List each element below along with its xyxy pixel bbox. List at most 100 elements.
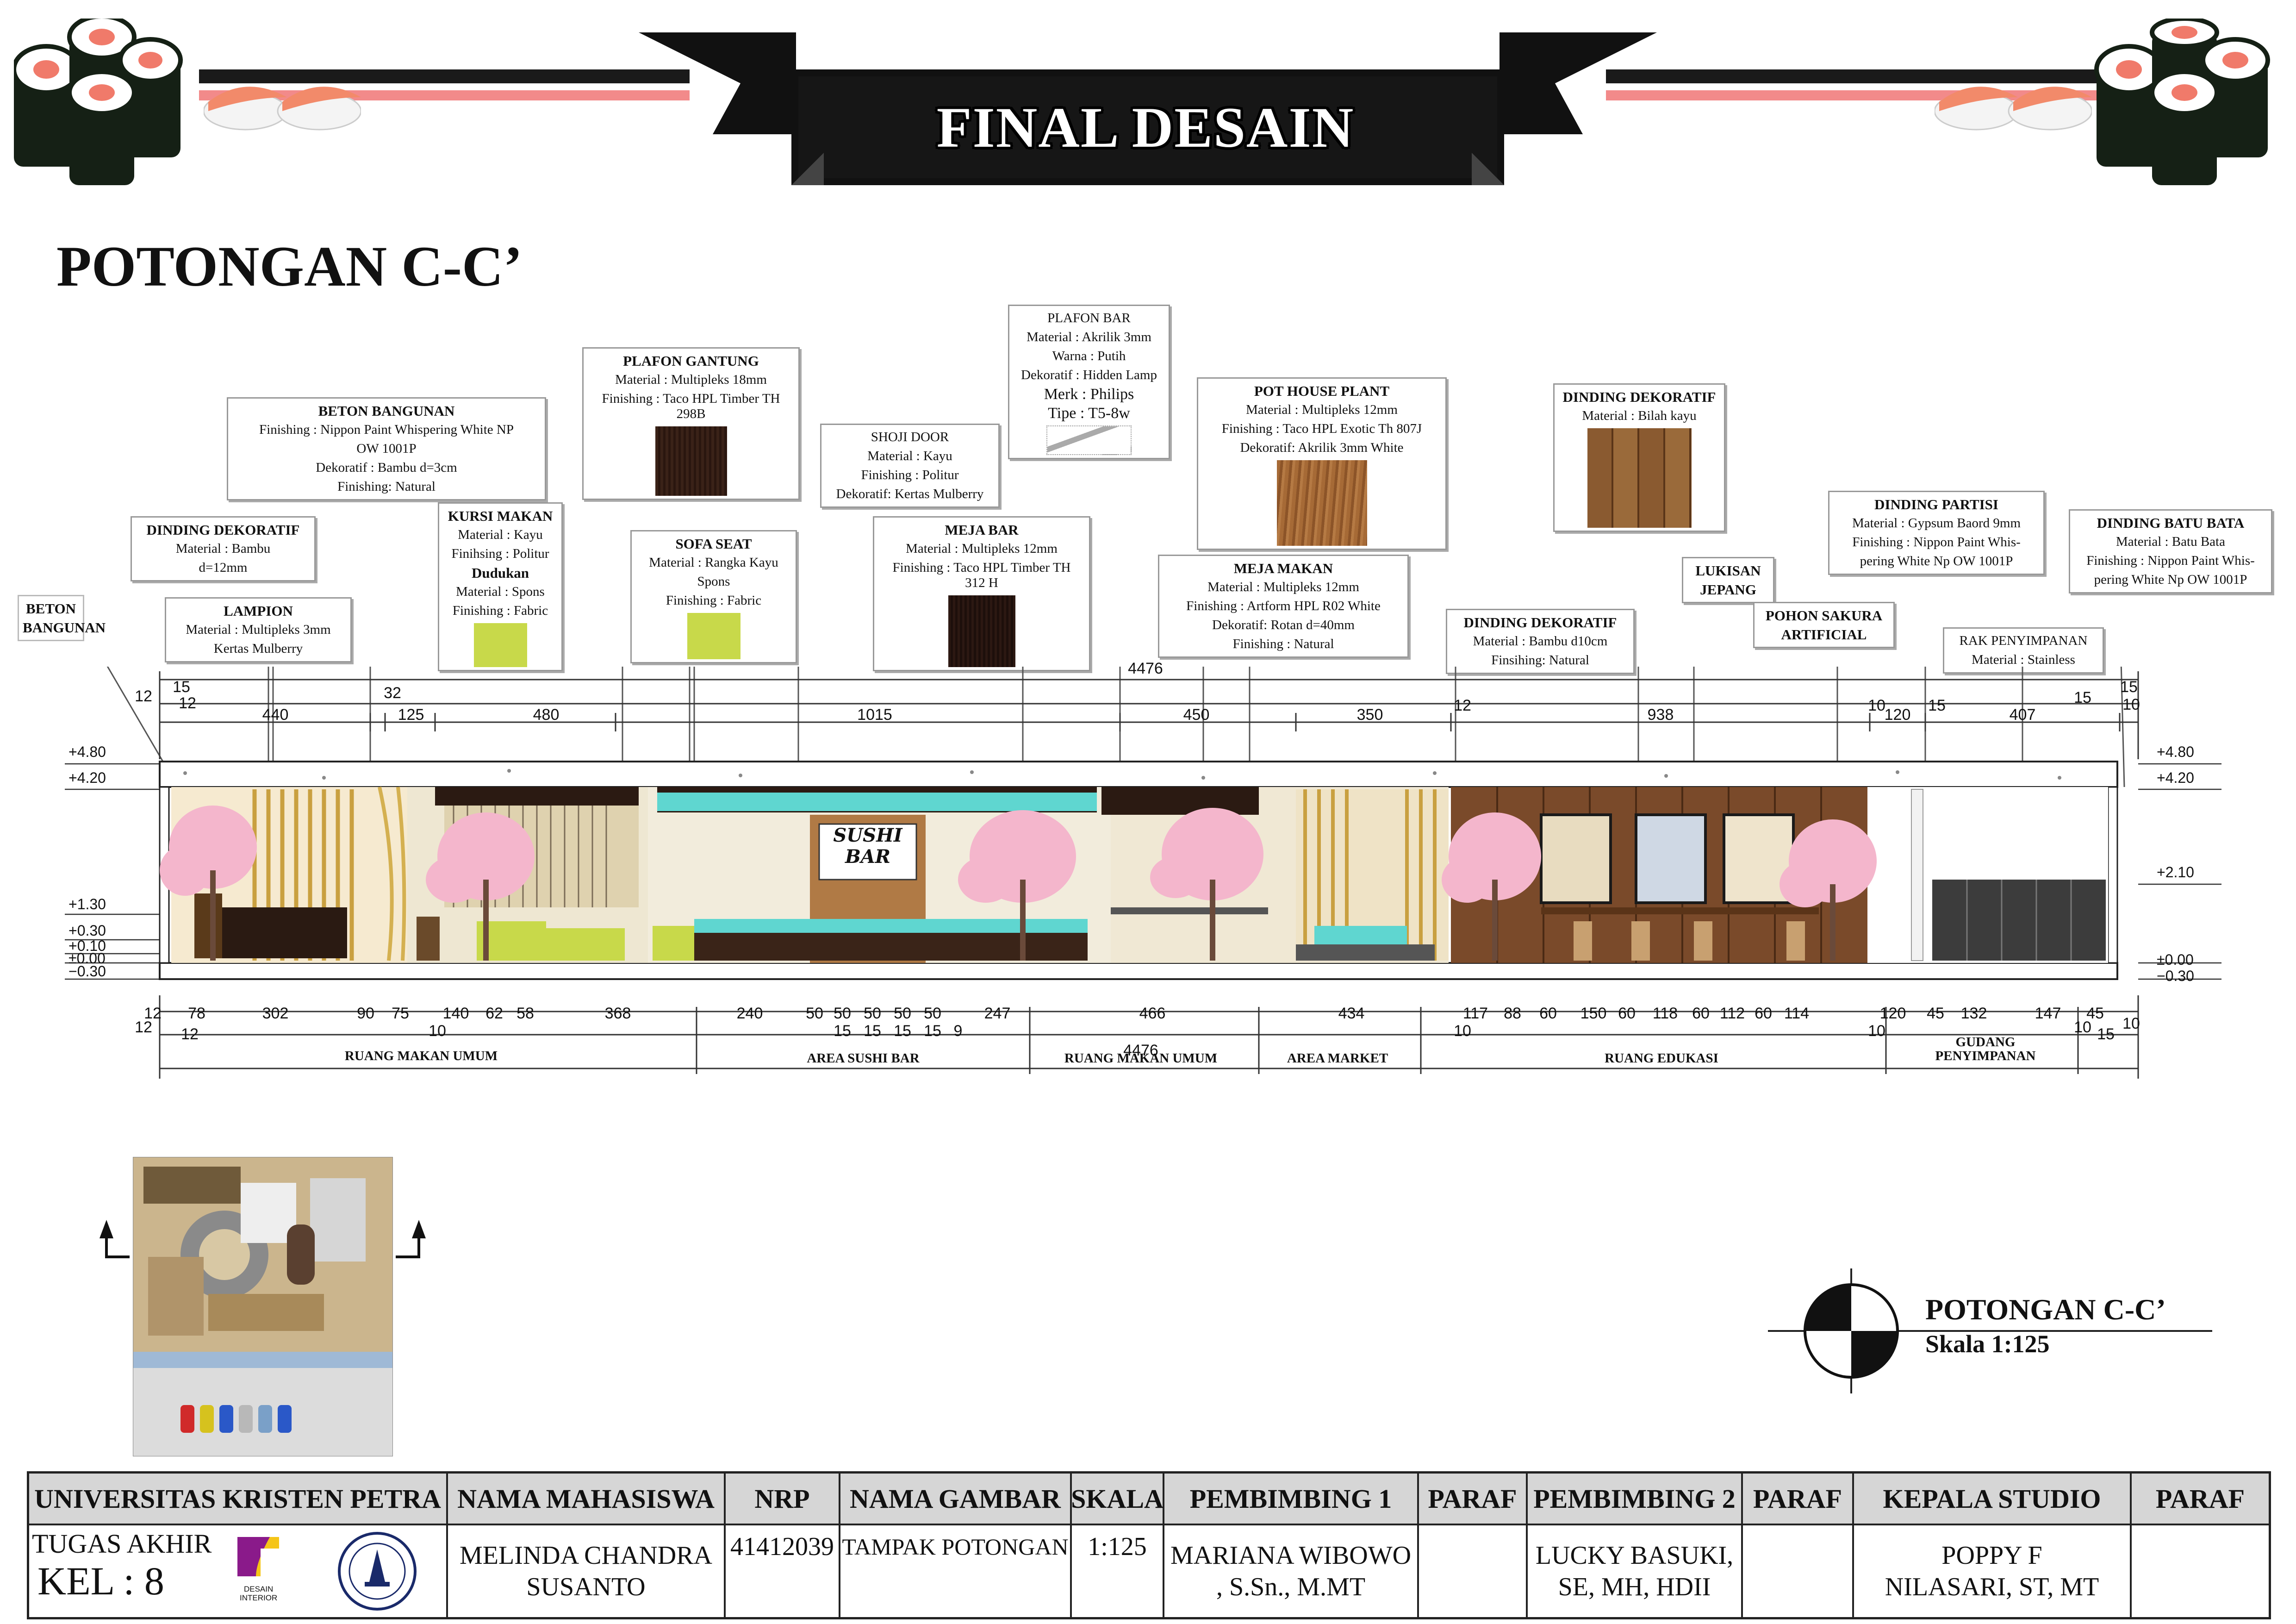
callout-line: Material : Bambu (175, 541, 271, 556)
callout-line: OW 1001P (356, 441, 417, 456)
callout-line: Material : Bambu d10cm (1473, 634, 1608, 649)
callout-line: Finishing : Taco HPL Exotic Th 807J (1221, 421, 1422, 436)
cell-nrp: 41412039 (726, 1525, 840, 1617)
callout-line: Finishing : Taco HPL Timber TH (892, 560, 1071, 575)
dim: 45 (2086, 1005, 2104, 1022)
callout-meja-bar: MEJA BAR Material : Multipleks 12mm Fini… (873, 516, 1090, 671)
sushi-roll-left-icon (14, 19, 183, 185)
dim: 450 (1183, 706, 1210, 724)
level-left: +1.30 (68, 896, 106, 912)
pembimbing1-line: MARIANA WIBOWO (1170, 1541, 1412, 1570)
dim: 10 (429, 1022, 446, 1040)
desain-interior-logo (233, 1535, 284, 1581)
dim: 114 (1784, 1005, 1810, 1022)
callout-title: PLAFON BAR (1047, 311, 1131, 325)
dim: 15 (924, 1022, 941, 1040)
nigiri-left-icon (204, 87, 361, 131)
hdr-pembimbing2: PEMBIMBING 2 (1528, 1474, 1743, 1525)
callout-line: Finishing : Fabric (666, 593, 762, 608)
zone-label: AREA MARKET (1287, 1051, 1388, 1066)
callout-dinding-partisi: DINDING PARTISI Material : Gypsum Baord … (1828, 491, 2045, 575)
callout-rak-penyimpanan: RAK PENYIMPANAN Material : Stainless (1943, 627, 2104, 674)
hdr-paraf2: PARAF (1743, 1474, 1854, 1525)
section-symbol-icon (1768, 1268, 2212, 1393)
dim: 15 (864, 1022, 881, 1040)
callout-subtitle: Dudukan (471, 565, 529, 581)
section-drawing (65, 667, 2221, 1079)
dim: 88 (1504, 1005, 1521, 1022)
zone-label: RUANG MAKAN UMUM (1064, 1051, 1218, 1066)
level-right: +4.20 (2157, 769, 2194, 786)
dim: 62 (485, 1005, 503, 1022)
dim: 1015 (857, 706, 892, 724)
callout-dinding-batu-bata: DINDING BATU BATA Material : Batu Bata F… (2069, 509, 2272, 593)
dim: 75 (392, 1005, 409, 1022)
callout-beton-bangunan-top: BETON BANGUNAN Finishing : Nippon Paint … (227, 397, 546, 500)
kepala-line: NILASARI, ST, MT (1885, 1573, 2099, 1601)
kelompok: KEL : 8 (37, 1559, 164, 1603)
dim: 32 (384, 684, 401, 702)
callout-line: Material : Multipleks 12mm (906, 541, 1058, 556)
dim: 10 (1868, 1022, 1885, 1040)
dim: 15 (894, 1022, 911, 1040)
zone-label: RUANG EDUKASI (1605, 1051, 1718, 1066)
logo-text-line: DESAIN (243, 1585, 274, 1593)
nama-line: MELINDA CHANDRA (460, 1541, 712, 1570)
hdr-nama: NAMA MAHASISWA (448, 1474, 726, 1525)
callout-plafon-gantung: PLAFON GANTUNG Material : Multipleks 18m… (582, 347, 800, 500)
callout-title: DINDING PARTISI (1874, 496, 1998, 512)
dim: 50 (806, 1005, 823, 1022)
callout-dinding-dekoratif-3: DINDING DEKORATIF Material : Bambu d10cm… (1446, 609, 1635, 674)
sushi-roll-right-icon (2094, 19, 2270, 185)
callout-title: BETON BANGUNAN (318, 403, 455, 419)
university-seal-icon (338, 1532, 417, 1611)
dim: 118 (1652, 1005, 1678, 1022)
fabric-swatch (473, 623, 527, 667)
callout-line: Finishing : Nippon Paint Whis- (1852, 535, 2021, 550)
callout-title: DINDING DEKORATIF (1463, 614, 1617, 631)
dim: 10 (1454, 1022, 1471, 1040)
sakura-tree (160, 806, 1877, 907)
level-right: +2.10 (2157, 864, 2194, 881)
dim: 407 (2009, 706, 2036, 724)
dim: 247 (984, 1005, 1011, 1022)
dim: 12 (135, 687, 152, 705)
hdr-skala: SKALA (1071, 1474, 1164, 1525)
level-left: +4.20 (68, 769, 106, 786)
dim: 15 (1928, 697, 1946, 714)
dim: 15 (2120, 678, 2138, 696)
dim-total: 4476 (1128, 660, 1163, 677)
callout-title: POT HOUSE PLANT (1254, 383, 1390, 399)
callout-line: Warna : Putih (1052, 349, 1126, 363)
level-left: −0.30 (68, 963, 106, 980)
callout-line: Material : Multipleks 3mm (186, 622, 331, 637)
callout-line: Finsihing: Natural (1491, 653, 1589, 668)
dim: 78 (188, 1005, 205, 1022)
dim: 50 (864, 1005, 881, 1022)
hdr-kepala: KEPALA STUDIO (1854, 1474, 2132, 1525)
dim: 140 (442, 1005, 469, 1022)
callout-pot-house-plant: POT HOUSE PLANT Material : Multipleks 12… (1197, 377, 1447, 550)
dim: 90 (357, 1005, 374, 1022)
callout-line: Finishing : Politur (861, 468, 959, 482)
dim: 60 (1692, 1005, 1710, 1022)
dim: 58 (516, 1005, 534, 1022)
callout-line: Material : Gypsum Baord 9mm (1852, 516, 2021, 531)
callout-title: MEJA MAKAN (1233, 560, 1333, 576)
callout-dinding-dekoratif-1: DINDING DEKORATIF Material : Bambu d=12m… (131, 516, 316, 581)
callout-title: DINDING DEKORATIF (146, 522, 300, 538)
callout-title: KURSI MAKAN (448, 508, 553, 524)
level-right: +4.80 (2157, 743, 2194, 760)
callout-line: 312 H (965, 575, 998, 590)
section-title: POTONGAN C-C’ (56, 235, 523, 298)
pembimbing2-line: SE, MH, HDII (1558, 1573, 1711, 1601)
dim: 15 (173, 678, 190, 696)
callout-line: Finishing : Natural (1232, 637, 1334, 651)
hdr-pembimbing1: PEMBIMBING 1 (1164, 1474, 1419, 1525)
fabric-swatch (687, 613, 740, 659)
callout-meja-makan: MEJA MAKAN Material : Multipleks 12mm Fi… (1158, 555, 1409, 658)
cell-paraf3 (2132, 1525, 2269, 1617)
pembimbing2-line: LUCKY BASUKI, (1535, 1541, 1734, 1570)
header-decoration (199, 32, 2097, 185)
dim: 12 (144, 1005, 162, 1022)
